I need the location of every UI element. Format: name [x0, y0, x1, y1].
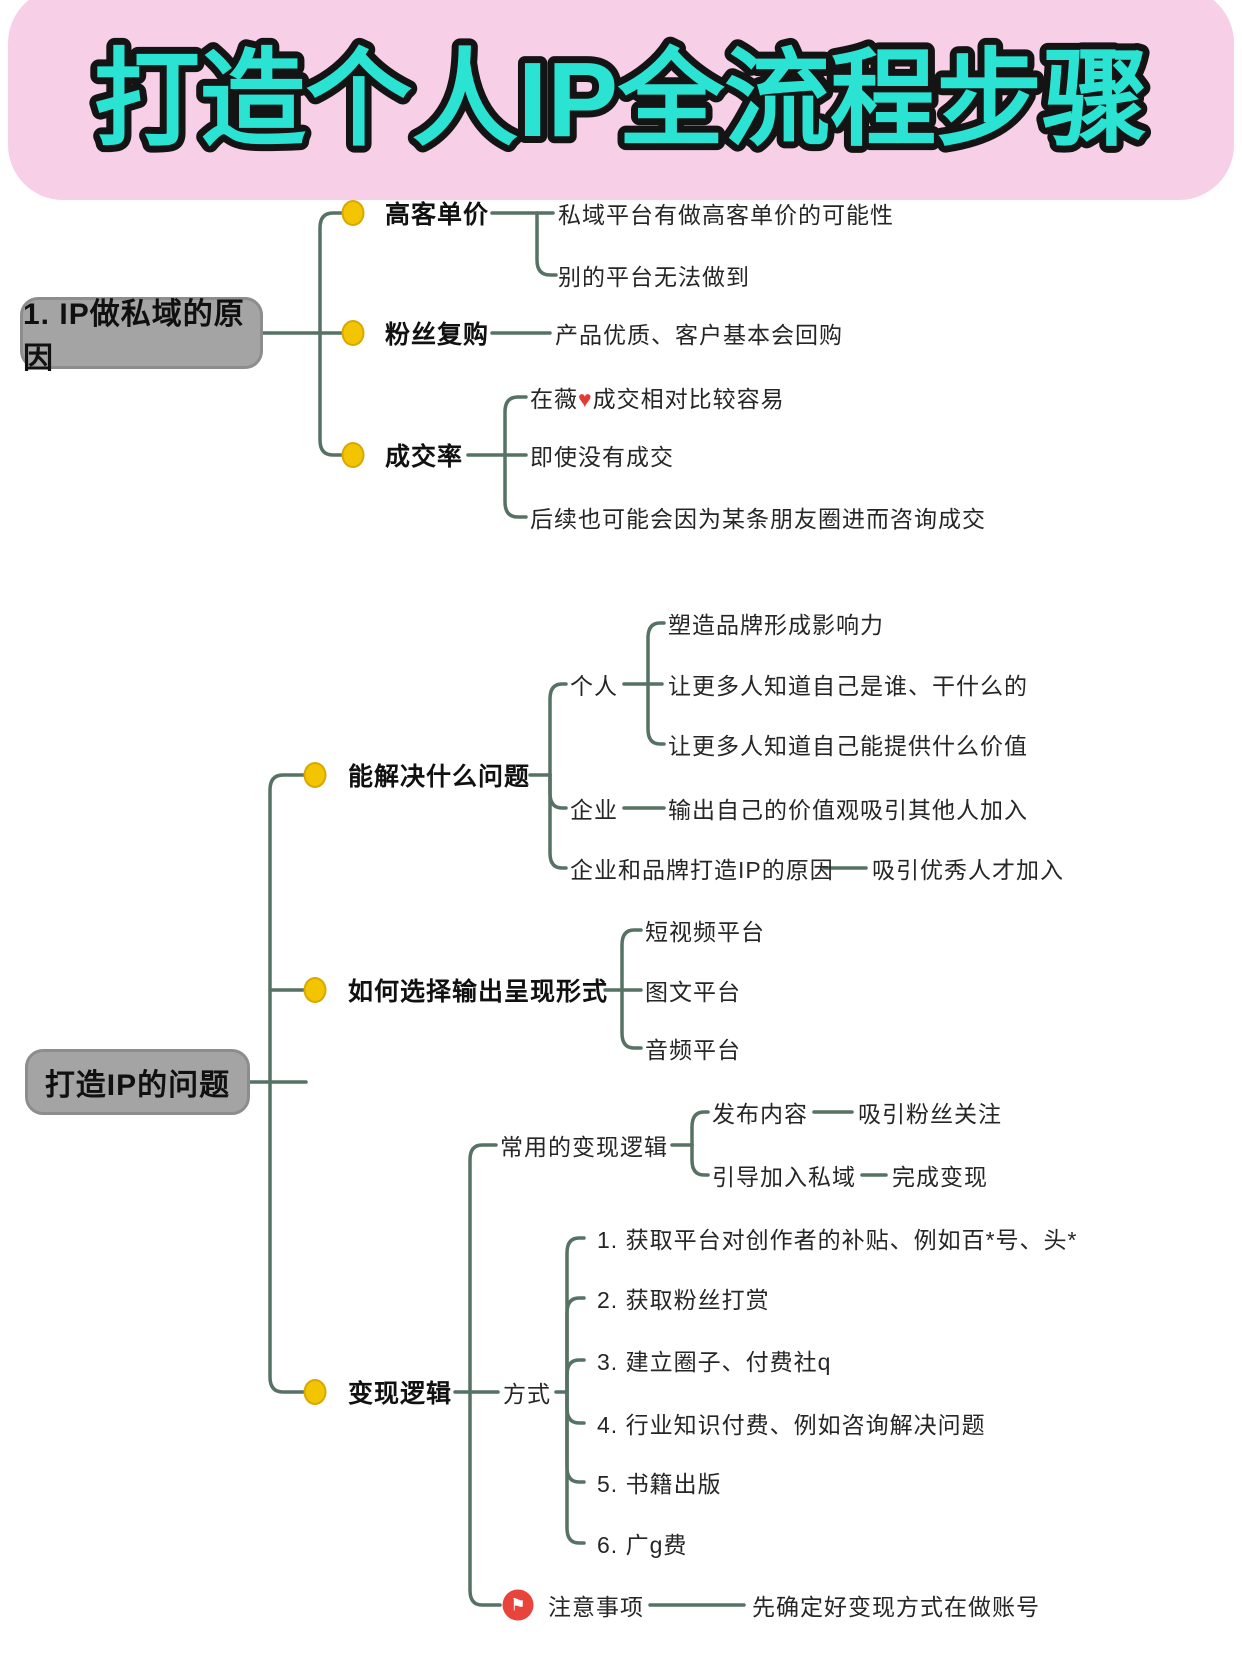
wechat-deal-text-pre: 在薇 — [530, 386, 578, 412]
branch-dot-icon — [303, 762, 327, 788]
node-even-no-deal: 即使没有成交 — [530, 444, 674, 470]
branch-dot-icon — [341, 442, 365, 468]
node-method: 方式 — [503, 1381, 551, 1407]
node-output-values-attract: 输出自己的价值观吸引其他人加入 — [668, 797, 1028, 823]
method-item-paid-community: 3. 建立圈子、付费社q — [597, 1349, 832, 1375]
node-quality-repurchase: 产品优质、客户基本会回购 — [555, 322, 843, 348]
node-complete-monetization: 完成变现 — [892, 1164, 988, 1190]
branch-dot-icon — [303, 1379, 327, 1405]
node-company-brand-ip-reason: 企业和品牌打造IP的原因 — [570, 857, 834, 883]
node-attract-talent: 吸引优秀人才加入 — [872, 857, 1064, 883]
node-common-monetize-logic: 常用的变现逻辑 — [500, 1134, 668, 1160]
node-other-platforms-cant: 别的平台无法做到 — [558, 264, 750, 290]
branch-dot-icon — [341, 320, 365, 346]
node-image-text-platform: 图文平台 — [645, 979, 741, 1005]
method-item-book-publishing: 5. 书籍出版 — [597, 1471, 722, 1497]
node-know-who-what: 让更多人知道自己是谁、干什么的 — [668, 673, 1028, 699]
node-publish-content: 发布内容 — [712, 1101, 808, 1127]
method-item-ad-fee: 6. 广g费 — [597, 1532, 688, 1558]
flag-icon: ⚑ — [502, 1589, 534, 1621]
node-know-value-provided: 让更多人知道自己能提供什么价值 — [668, 733, 1028, 759]
node-personal: 个人 — [570, 673, 618, 699]
node-output-format: 如何选择输出呈现形式 — [348, 978, 609, 1006]
node-high-order-value: 高客单价 — [385, 201, 490, 229]
node-fan-repurchase: 粉丝复购 — [385, 321, 490, 349]
node-monetization-logic: 变现逻辑 — [348, 1380, 453, 1408]
branch-dot-icon — [341, 200, 365, 226]
node-what-problems-solved: 能解决什么问题 — [348, 763, 531, 791]
node-conversion-rate: 成交率 — [385, 443, 464, 471]
wechat-deal-text-post: 成交相对比较容易 — [592, 386, 785, 412]
node-notes: 注意事项 — [548, 1594, 644, 1620]
tree2-root-box: 打造IP的问题 — [25, 1049, 250, 1115]
title-banner: 打造个人IP全流程步骤 — [8, 0, 1234, 200]
method-item-platform-subsidy: 1. 获取平台对创作者的补贴、例如百*号、头* — [597, 1227, 1078, 1253]
method-item-knowledge-pay: 4. 行业知识付费、例如咨询解决问题 — [597, 1412, 986, 1438]
node-company: 企业 — [570, 797, 618, 823]
node-followup-moments-consult: 后续也可能会因为某条朋友圈进而咨询成交 — [530, 506, 986, 532]
node-wechat-deal-easier: 在薇♥成交相对比较容易 — [530, 380, 785, 414]
branch-dot-icon — [303, 977, 327, 1003]
node-attract-fans: 吸引粉丝关注 — [858, 1101, 1002, 1127]
node-short-video-platform: 短视频平台 — [645, 919, 765, 945]
node-confirm-method-first: 先确定好变现方式在做账号 — [752, 1594, 1040, 1620]
node-guide-private-domain: 引导加入私域 — [712, 1164, 856, 1190]
node-brand-influence: 塑造品牌形成影响力 — [668, 612, 884, 638]
node-audio-platform: 音频平台 — [645, 1037, 741, 1063]
method-item-fan-tips: 2. 获取粉丝打赏 — [597, 1287, 770, 1313]
node-private-platform-possible: 私域平台有做高客单价的可能性 — [558, 202, 894, 228]
heart-icon: ♥ — [578, 386, 593, 412]
page-title: 打造个人IP全流程步骤 — [94, 41, 1148, 159]
title-banner-svg: 打造个人IP全流程步骤 — [87, 34, 1155, 166]
tree1-root-box: 1. IP做私域的原因 — [20, 297, 263, 375]
